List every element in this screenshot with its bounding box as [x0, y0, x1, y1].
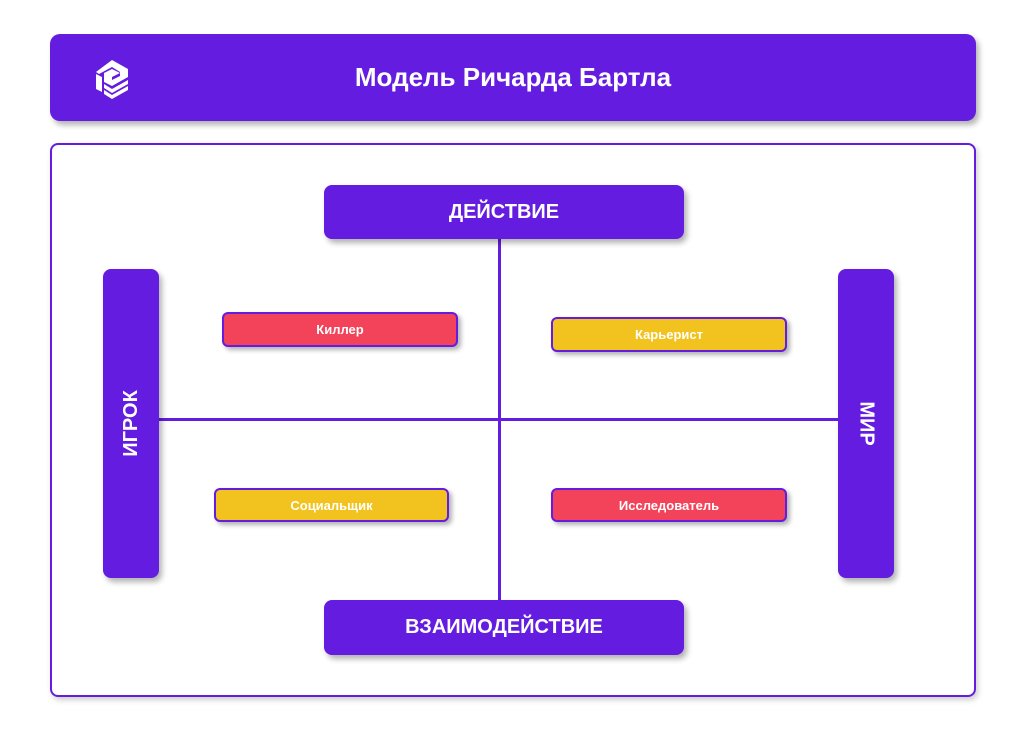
axis-label-action: ДЕЙСТВИЕ [324, 185, 684, 239]
type-killer: Киллер [222, 312, 458, 347]
type-socializer: Социальщик [214, 488, 449, 522]
type-explorer: Исследователь [551, 488, 787, 522]
axis-label-interaction: ВЗАИМОДЕЙСТВИЕ [324, 600, 684, 655]
type-achiever: Карьерист [551, 317, 787, 352]
axis-label-world: МИР [838, 269, 894, 578]
diagram-frame [50, 143, 976, 697]
axis-label-player: ИГРОК [103, 269, 159, 578]
header-bar: Модель Ричарда Бартла [50, 34, 976, 121]
stacked-cube-logo-icon [96, 60, 128, 99]
vertical-axis-line [498, 239, 501, 600]
page-title: Модель Ричарда Бартла [354, 62, 672, 92]
